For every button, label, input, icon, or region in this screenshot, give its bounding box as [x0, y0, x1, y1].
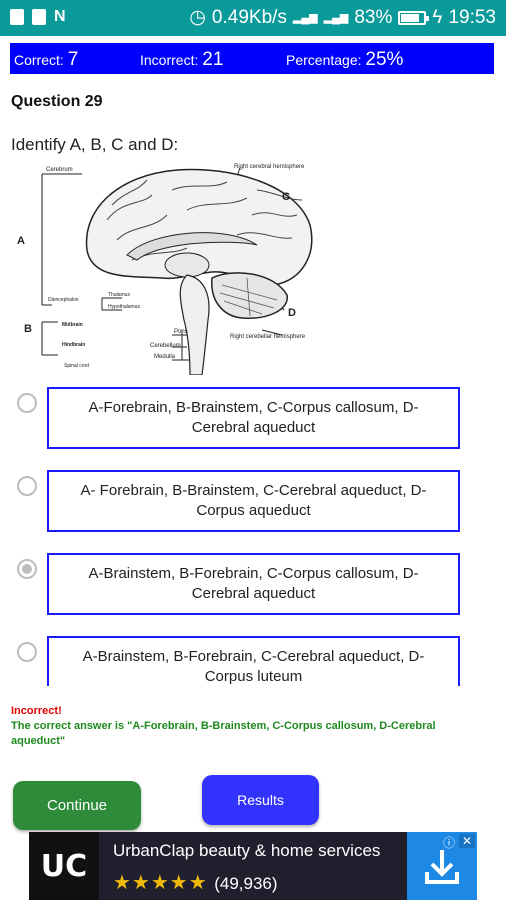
label-cerebrum: Cerebrum: [46, 167, 73, 173]
option-text-box[interactable]: A- Forebrain, B-Brainstem, C-Cerebral aq…: [47, 470, 460, 532]
option-3[interactable]: A-Brainstem, B-Forebrain, C-Corpus callo…: [0, 553, 506, 617]
option-4[interactable]: A-Brainstem, B-Forebrain, C-Cerebral aqu…: [0, 636, 506, 686]
notification-icons: N: [10, 9, 66, 25]
system-icons: ◷ 0.49Kb/s ▂▄▆ ▂▄▆ 83% ϟ 19:53: [189, 6, 496, 29]
label-cerebellum: Cerebellum: [150, 343, 181, 349]
option-radio[interactable]: [17, 476, 37, 496]
answer-feedback: Incorrect! The correct answer is "A-Fore…: [11, 704, 491, 749]
status-bar: N ◷ 0.49Kb/s ▂▄▆ ▂▄▆ 83% ϟ 19:53: [0, 0, 506, 36]
ad-logo[interactable]: UC: [29, 832, 99, 900]
ad-rating: ★★★★★ (49,936): [113, 870, 278, 895]
ad-info-icon[interactable]: ⓘ: [442, 836, 455, 850]
battery-icon: [398, 10, 430, 25]
option-text-box[interactable]: A-Brainstem, B-Forebrain, C-Corpus callo…: [47, 553, 460, 615]
label-d: D: [288, 307, 296, 319]
label-medulla: Medulla: [154, 354, 176, 360]
sim-icon: [32, 9, 46, 25]
alarm-icon: ◷: [189, 7, 206, 28]
label-thalamus: Thalamus: [108, 292, 130, 298]
label-spinal-cord: Spinal cord: [64, 363, 89, 369]
label-a: A: [17, 235, 25, 247]
incorrect-value: 21: [202, 49, 224, 70]
correct-answer-message: The correct answer is "A-Forebrain, B-Br…: [11, 720, 436, 747]
label-hindbrain: Hindbrain: [62, 342, 85, 348]
incorrect-message: Incorrect!: [11, 705, 62, 717]
signal-icon: ▂▄▆: [292, 12, 318, 24]
label-hypothalamus: Hypothalamus: [108, 304, 140, 310]
brain-diagram: Cerebrum Right cerebral hemisphere A B C…: [17, 164, 313, 375]
charging-icon: ϟ: [432, 6, 443, 28]
clock: 19:53: [448, 6, 496, 28]
label-c: C: [282, 191, 290, 203]
percentage: Percentage: 25%: [286, 49, 403, 71]
option-text-box[interactable]: A-Forebrain, B-Brainstem, C-Corpus callo…: [47, 387, 460, 449]
results-button[interactable]: Results: [202, 775, 319, 825]
question-number: Question 29: [11, 93, 103, 110]
battery-percent: 83%: [354, 6, 393, 28]
incorrect-count: Incorrect: 21: [140, 49, 223, 71]
percentage-value: 25%: [365, 49, 404, 70]
signal-icon-2: ▂▄▆: [323, 12, 349, 24]
score-bar: Correct: 7 Incorrect: 21 Percentage: 25%: [10, 43, 494, 74]
continue-button[interactable]: Continue: [13, 781, 141, 830]
correct-count: Correct: 7: [14, 49, 78, 71]
label-right-cerebral-hemisphere: Right cerebral hemisphere: [234, 164, 305, 170]
option-1[interactable]: A-Forebrain, B-Brainstem, C-Corpus callo…: [0, 387, 506, 451]
correct-value: 7: [67, 49, 79, 70]
label-diencephalon: Diencephalon: [48, 297, 79, 303]
star-rating-icon: ★★★★★: [113, 872, 208, 894]
label-midbrain: Midbrain: [62, 322, 83, 328]
correct-label: Correct:: [14, 52, 64, 68]
label-right-cerebellar-hemisphere: Right cerebellar hemisphere: [230, 334, 306, 340]
download-icon: [425, 850, 459, 884]
ad-rating-count: (49,936): [214, 874, 278, 893]
label-pons: Pons: [174, 329, 188, 335]
option-radio[interactable]: [17, 642, 37, 662]
percentage-label: Percentage:: [286, 52, 362, 68]
option-2[interactable]: A- Forebrain, B-Brainstem, C-Cerebral aq…: [0, 470, 506, 534]
option-radio[interactable]: [17, 393, 37, 413]
ad-close-icon[interactable]: ✕: [458, 834, 475, 848]
ad-title[interactable]: UrbanClap beauty & home services: [113, 841, 381, 860]
image-icon: [10, 9, 24, 25]
option-radio[interactable]: [17, 559, 37, 579]
incorrect-label: Incorrect:: [140, 52, 199, 68]
n-icon: N: [54, 8, 66, 25]
ad-download-button[interactable]: [407, 832, 477, 900]
question-text: Identify A, B, C and D:: [11, 135, 179, 154]
label-b: B: [24, 323, 32, 335]
network-speed: 0.49Kb/s: [211, 6, 287, 28]
ad-banner[interactable]: UC UrbanClap beauty & home services ★★★★…: [29, 832, 477, 900]
option-text-box[interactable]: A-Brainstem, B-Forebrain, C-Cerebral aqu…: [47, 636, 460, 686]
